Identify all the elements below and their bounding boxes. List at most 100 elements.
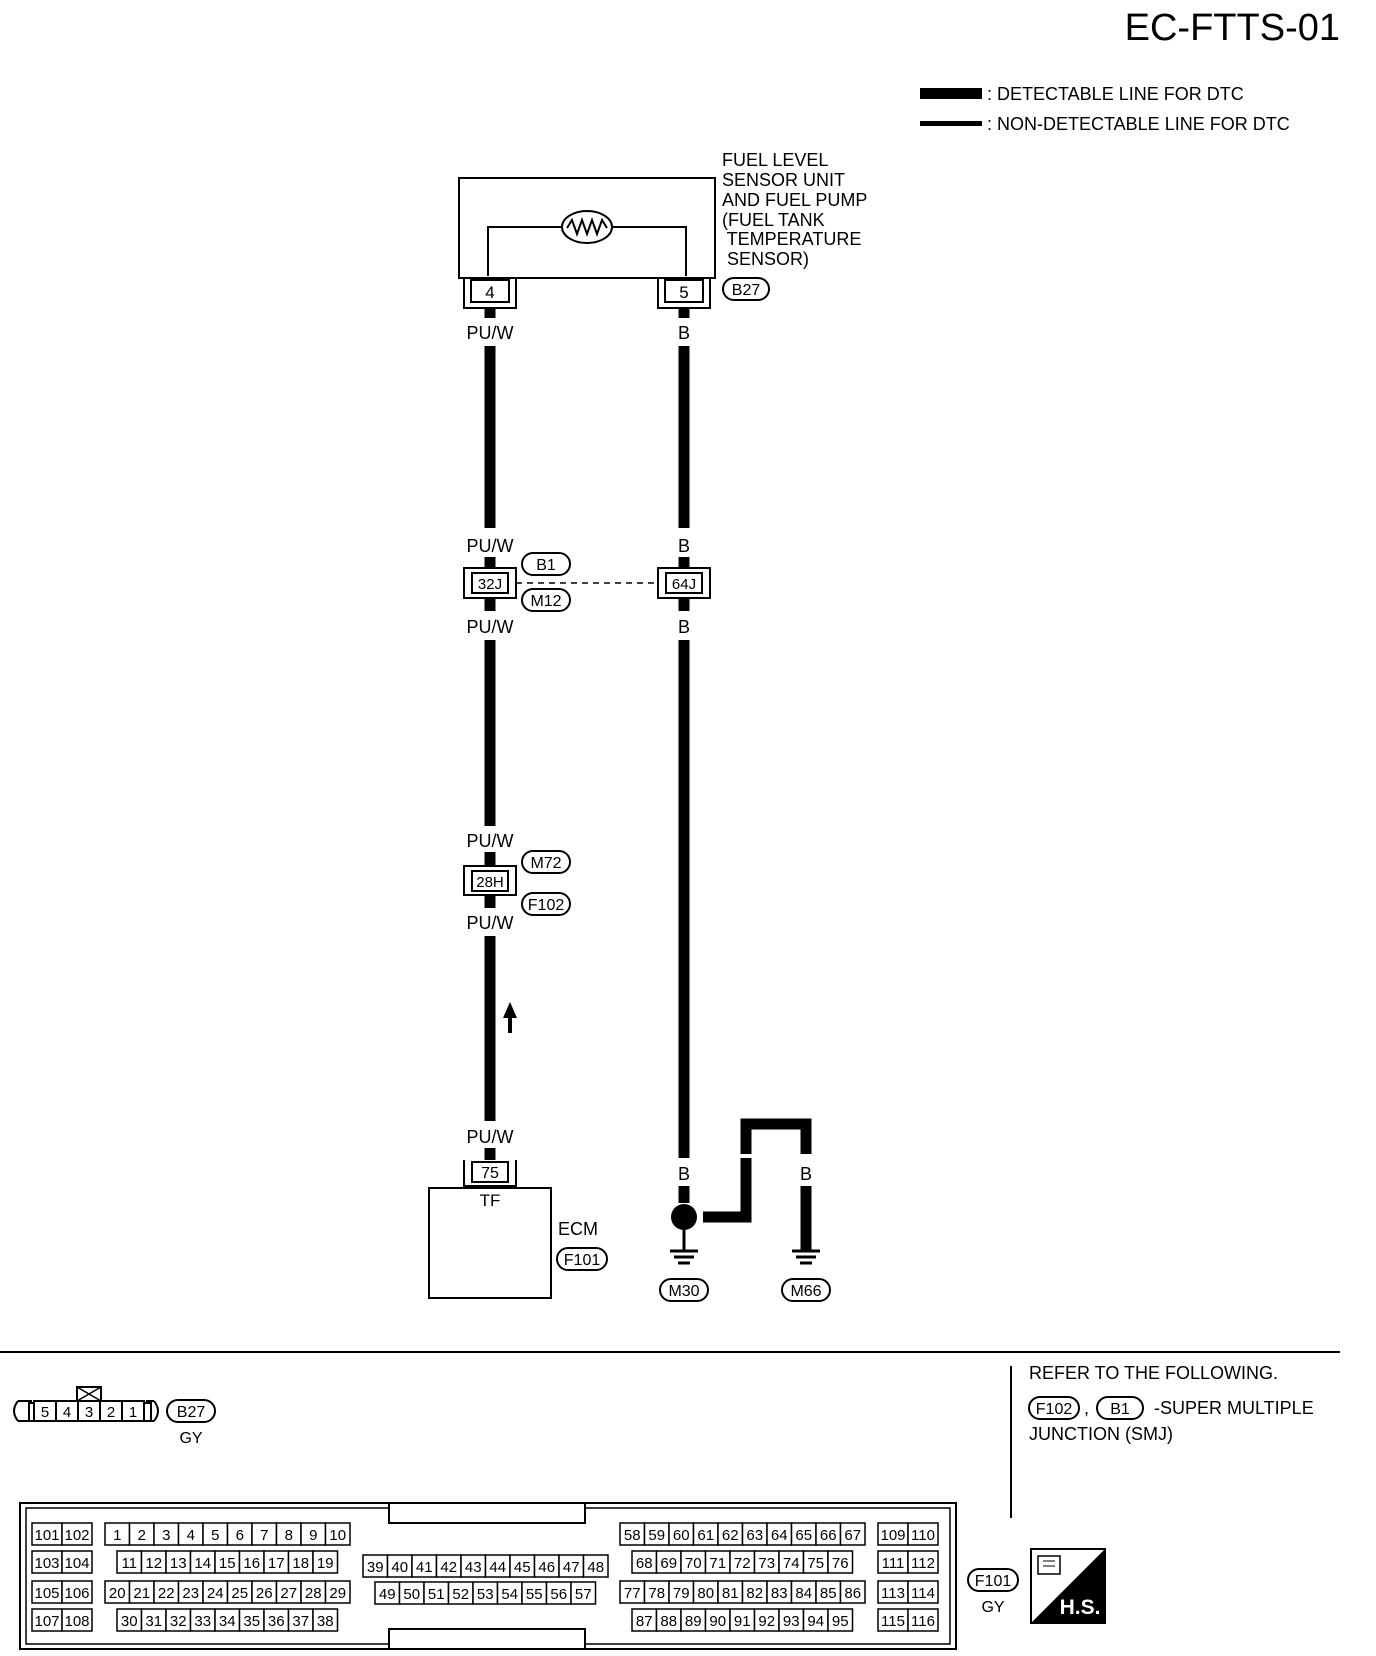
wire-pu-w: PU/W PU/W PU/W PU/W PU/W PU/W: [467, 308, 514, 1160]
wire-color-label: PU/W: [467, 536, 514, 556]
f101-pin-label: 75: [807, 1555, 824, 1572]
f101-pin-label: 36: [268, 1613, 285, 1630]
ecm-pin-75-label: 75: [481, 1165, 499, 1182]
f101-pin-label: 14: [194, 1555, 211, 1572]
f101-pin-label: 33: [194, 1613, 211, 1630]
f101-pin-label: 58: [624, 1527, 641, 1544]
junction-m72-f102: 28H M72 F102: [463, 850, 571, 916]
f101-pin-label: 40: [391, 1559, 408, 1576]
f101-pin-label: 8: [285, 1527, 293, 1544]
refer-separator: ,: [1084, 1398, 1089, 1418]
wire-color-label: B: [678, 323, 690, 343]
f101-pin-label: 59: [648, 1527, 665, 1544]
f101-pin-label: 116: [911, 1613, 935, 1630]
f101-pin-label: 47: [563, 1559, 580, 1576]
junction-pin-32j-label: 32J: [478, 576, 502, 593]
wire-color-label: B: [678, 617, 690, 637]
ground-m30-label: M30: [668, 1283, 699, 1300]
hs-badge-label: H.S.: [1060, 1596, 1101, 1619]
b27-pin-3: 3: [85, 1404, 93, 1421]
f101-pin-57: [570, 1581, 597, 1605]
f101-pin-label: 7: [260, 1527, 268, 1544]
f101-pin-label: 71: [709, 1555, 726, 1572]
f101-pin-label: 44: [489, 1559, 506, 1576]
connector-f101-badge: [556, 1247, 608, 1271]
f101-pin-label: 78: [648, 1585, 665, 1602]
connector-m72-label: M72: [530, 855, 561, 872]
f101-pin-label: 43: [465, 1559, 482, 1576]
f101-pin-102: [61, 1522, 93, 1546]
f101-pin-label: 38: [317, 1613, 334, 1630]
refer-suffix: -SUPER MULTIPLE: [1154, 1398, 1314, 1418]
refer-line-1: REFER TO THE FOLLOWING.: [1029, 1363, 1278, 1383]
f101-view-badge: [967, 1568, 1019, 1592]
f101-pin-label: 31: [145, 1613, 162, 1630]
junction-pin-32j: [471, 572, 509, 594]
f101-pin-label: 107: [34, 1613, 59, 1630]
thermistor-icon: [561, 210, 613, 244]
connector-f101-label: F101: [564, 1252, 601, 1269]
wire-color-label: B: [800, 1164, 812, 1184]
detectable-line-swatch: [920, 88, 982, 99]
f101-pin-110: [907, 1522, 939, 1546]
f101-pin-label: 91: [734, 1613, 751, 1630]
wire-color-label: B: [678, 1164, 690, 1184]
f101-pin-label: 113: [881, 1585, 905, 1602]
f101-pin-label: 46: [538, 1559, 555, 1576]
f101-pin-label: 79: [673, 1585, 690, 1602]
f101-pin-label: 74: [783, 1555, 800, 1572]
signal-arrow-icon: [503, 1002, 517, 1033]
sensor-box: [458, 177, 716, 279]
hs-badge: H.S.: [1030, 1548, 1106, 1624]
connector-f102-badge: [521, 892, 571, 916]
f101-pin-label: 83: [771, 1585, 788, 1602]
f101-pin-label: 11: [121, 1555, 137, 1572]
f101-pin-67: [839, 1522, 866, 1546]
connector-icon: [1037, 1555, 1061, 1575]
f101-pin-label: 21: [133, 1585, 150, 1602]
f101-pin-label: 88: [660, 1613, 677, 1630]
wire-color-label: PU/W: [467, 323, 514, 343]
connector-b27-badge: [722, 277, 770, 301]
f101-pin-label: 16: [243, 1555, 260, 1572]
wire-b: B B B B B B: [671, 308, 812, 1250]
f101-pin-label: 15: [219, 1555, 236, 1572]
non-detectable-line-swatch: [920, 121, 982, 126]
connector-m12-label: M12: [530, 593, 561, 610]
f101-pin-label: 5: [211, 1527, 219, 1544]
f101-pin-label: 9: [309, 1527, 317, 1544]
f101-pin-label: 32: [170, 1613, 187, 1630]
f101-pin-label: 95: [832, 1613, 849, 1630]
f101-pin-label: 82: [746, 1585, 763, 1602]
refer-b1-label: B1: [1110, 1401, 1130, 1418]
wire-color-label: PU/W: [467, 831, 514, 851]
f101-pin-label: 17: [268, 1555, 285, 1572]
f101-pin-label: 54: [501, 1586, 518, 1603]
f101-pin-38: [312, 1608, 339, 1632]
junction-pin-64j: [665, 572, 703, 594]
f101-pin-label: 41: [416, 1559, 433, 1576]
f101-pin-label: 45: [514, 1559, 531, 1576]
f101-pin-label: 4: [187, 1527, 195, 1544]
f101-pin-116: [907, 1608, 939, 1632]
ground-m30: M30: [659, 1249, 709, 1302]
f101-pin-label: 112: [911, 1555, 935, 1572]
junction-pin-28h-label: 28H: [476, 874, 504, 891]
refer-b1-badge: [1096, 1396, 1144, 1420]
f101-pin-label: 27: [280, 1585, 297, 1602]
sensor-pin-4: [470, 279, 510, 303]
legend: : DETECTABLE LINE FOR DTC : NON-DETECTAB…: [920, 84, 1290, 134]
f101-pin-label: 20: [109, 1585, 126, 1602]
f101-pin-label: 34: [219, 1613, 236, 1630]
b27-pin-1: 1: [129, 1404, 137, 1421]
ecm: 75 TF ECM F101: [428, 1160, 608, 1299]
f101-pin-10: [324, 1522, 351, 1546]
legend-non-detectable-label: : NON-DETECTABLE LINE FOR DTC: [987, 114, 1290, 134]
f101-pin-label: 101: [34, 1527, 59, 1544]
f101-pin-label: 19: [317, 1555, 334, 1572]
f101-pin-label: 111: [882, 1555, 905, 1572]
refer-line-3: JUNCTION (SMJ): [1029, 1424, 1173, 1444]
f101-pin-label: 3: [162, 1527, 170, 1544]
f101-pin-label: 104: [64, 1555, 89, 1572]
